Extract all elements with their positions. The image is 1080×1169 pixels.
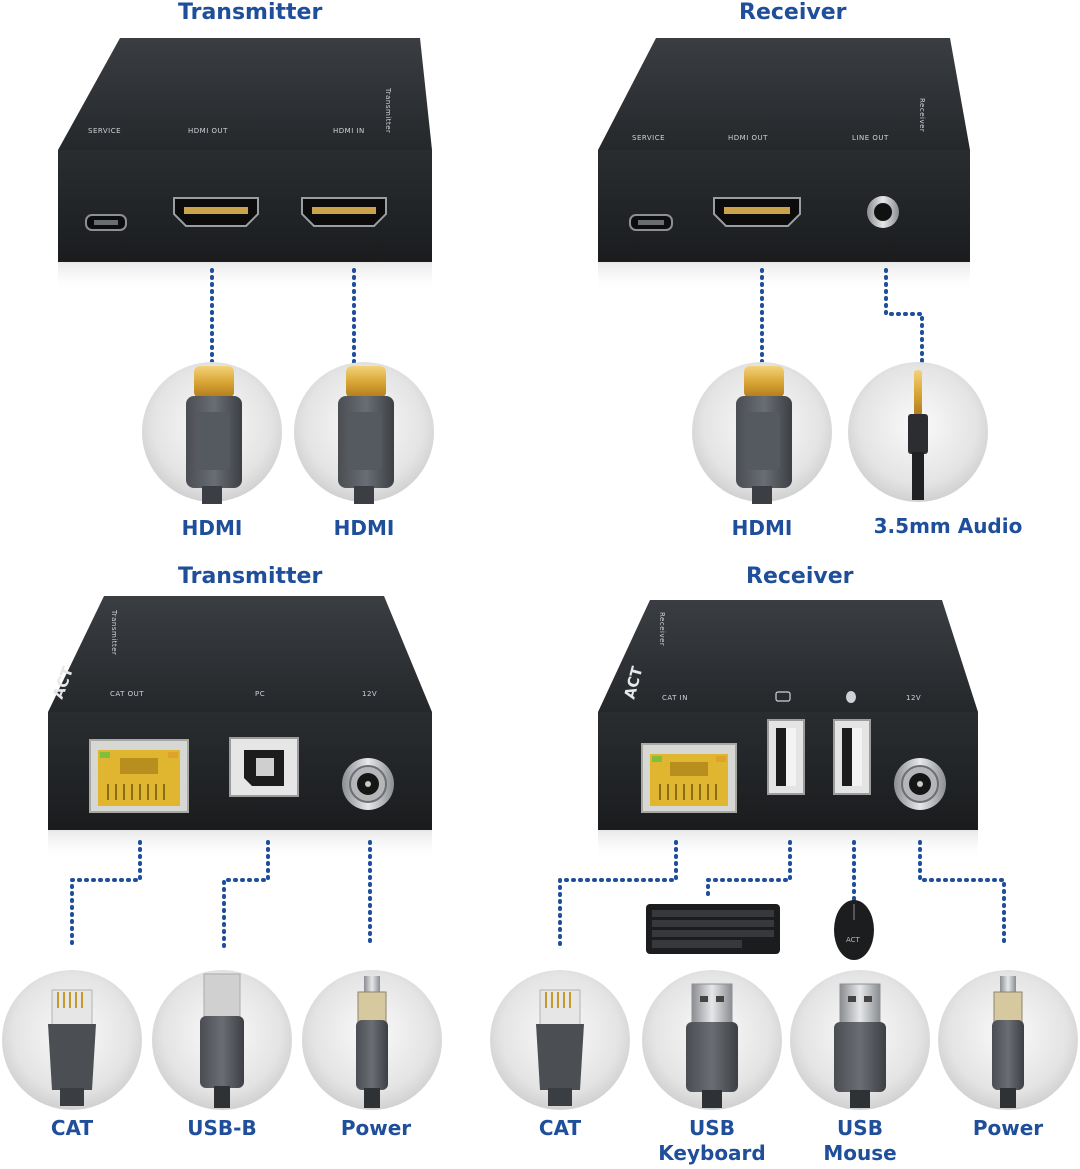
cable-label-line: Mouse bbox=[823, 1141, 897, 1165]
cable-label-usb-mouse: USB Mouse bbox=[810, 1116, 910, 1166]
port-label-service: SERVICE bbox=[632, 134, 665, 142]
hdmi-plug-icon bbox=[142, 362, 282, 504]
hdmi-port-icon bbox=[173, 197, 259, 227]
device-name-label: Transmitter bbox=[384, 87, 392, 133]
cable-label-line: Keyboard bbox=[658, 1141, 766, 1165]
usb-a-plug-icon bbox=[642, 970, 782, 1110]
cable-label-power: Power bbox=[340, 1116, 412, 1140]
rj45-port-icon bbox=[641, 743, 737, 813]
transmitter-cat-device: ACT CAT OUT PC 12V Transmitter bbox=[48, 596, 432, 860]
dc-power-plug-icon bbox=[302, 970, 442, 1110]
port-label-hdmi-out: HDMI OUT bbox=[188, 127, 228, 135]
port-label-pc: PC bbox=[255, 690, 265, 698]
mouse-icon: ACT bbox=[834, 900, 874, 960]
port-label-service: SERVICE bbox=[88, 127, 121, 135]
connector-lines bbox=[70, 268, 1006, 948]
port-label-cat-in: CAT IN bbox=[662, 694, 688, 702]
cable-label-line: USB bbox=[837, 1116, 883, 1140]
keyboard-port-icon bbox=[775, 691, 791, 702]
usb-b-port-icon bbox=[229, 737, 299, 797]
port-label-12v: 12V bbox=[362, 690, 377, 698]
usb-a-plug-icon bbox=[790, 970, 930, 1110]
port-label-line-out: LINE OUT bbox=[852, 134, 889, 142]
act-logo: ACT bbox=[846, 936, 861, 944]
device-name-label: Receiver bbox=[918, 98, 926, 132]
mouse-port-icon bbox=[846, 691, 856, 703]
device-name-label: Receiver bbox=[658, 612, 666, 646]
audio-jack-icon bbox=[848, 362, 988, 502]
device-name-label: Transmitter bbox=[110, 609, 118, 655]
transmitter-hdmi-device: SERVICE HDMI OUT HDMI IN Transmitter bbox=[58, 38, 432, 292]
port-label-hdmi-out: HDMI OUT bbox=[728, 134, 768, 142]
transmitter-title-bottom: Transmitter bbox=[178, 564, 323, 589]
cable-label-cat: CAT bbox=[538, 1116, 582, 1140]
micro-usb-port-icon bbox=[85, 214, 127, 231]
cable-label-usb-keyboard: USB Keyboard bbox=[652, 1116, 772, 1166]
cable-label-hdmi: HDMI bbox=[731, 516, 793, 540]
dc-power-plug-icon bbox=[938, 970, 1078, 1110]
usb-b-plug-icon bbox=[152, 970, 292, 1110]
keyboard-icon bbox=[646, 904, 780, 954]
rj45-plug-icon bbox=[2, 970, 142, 1110]
port-label-hdmi-in: HDMI IN bbox=[333, 127, 365, 135]
hdmi-port-icon bbox=[301, 197, 387, 227]
usb-a-port-icon bbox=[767, 719, 805, 795]
dc-power-port-icon bbox=[342, 758, 394, 810]
receiver-title-bottom: Receiver bbox=[746, 564, 854, 589]
port-label-cat-out: CAT OUT bbox=[110, 690, 144, 698]
receiver-hdmi-device: SERVICE HDMI OUT LINE OUT Receiver bbox=[598, 38, 970, 292]
rj45-port-icon bbox=[89, 739, 189, 813]
cable-label-audio: 3.5mm Audio bbox=[873, 514, 1023, 538]
cable-label-power: Power bbox=[972, 1116, 1044, 1140]
hdmi-plug-icon bbox=[692, 362, 832, 504]
receiver-title-top: Receiver bbox=[739, 0, 847, 25]
receiver-cat-device: ACT CAT IN 12V Receiver bbox=[598, 600, 978, 860]
rj45-plug-icon bbox=[490, 970, 630, 1110]
micro-usb-port-icon bbox=[629, 214, 673, 231]
hdmi-plug-icon bbox=[294, 362, 434, 504]
audio-jack-port-icon bbox=[867, 196, 899, 228]
cable-label-usb-b: USB-B bbox=[187, 1116, 257, 1140]
cable-label-hdmi: HDMI bbox=[181, 516, 243, 540]
transmitter-title-top: Transmitter bbox=[178, 0, 323, 25]
port-label-12v: 12V bbox=[906, 694, 921, 702]
hdmi-port-icon bbox=[713, 197, 801, 227]
usb-a-port-icon bbox=[833, 719, 871, 795]
dc-power-port-icon bbox=[894, 758, 946, 810]
cable-label-cat: CAT bbox=[50, 1116, 94, 1140]
cable-label-line: USB bbox=[689, 1116, 735, 1140]
cable-label-hdmi: HDMI bbox=[333, 516, 395, 540]
